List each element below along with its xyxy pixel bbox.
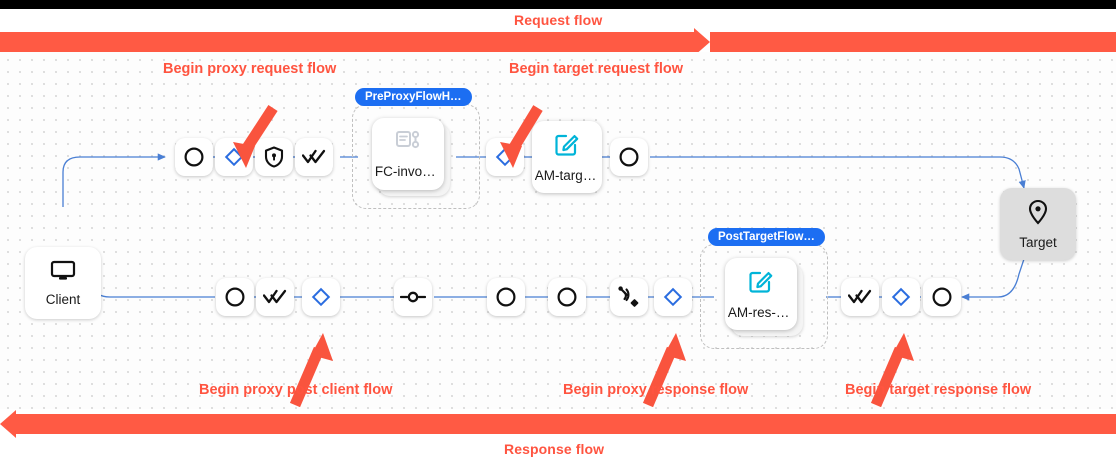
policy-node-label: AM-res-h… xyxy=(727,305,795,320)
annotation-arrow-begin-proxy-request-flow xyxy=(233,104,278,168)
node-link-icon xyxy=(399,290,427,304)
target-endpoint[interactable]: Target xyxy=(1000,188,1076,260)
annotation-arrow-begin-target-response-flow xyxy=(870,333,914,407)
location-pin-icon xyxy=(1027,199,1049,230)
client-endpoint-label: Client xyxy=(45,291,81,307)
node-res-target-flow-start[interactable] xyxy=(882,278,920,316)
annotation-arrow-begin-proxy-post-client-flow xyxy=(289,333,333,407)
client-endpoint[interactable]: Client xyxy=(25,247,101,319)
node-res-proxy-flow-start[interactable] xyxy=(654,278,692,316)
node-res-client-end[interactable] xyxy=(216,278,254,316)
assign-message-icon xyxy=(554,131,580,162)
annotation-label-begin-proxy-post-client-flow: Begin proxy post client flow xyxy=(199,382,393,398)
diagram-canvas[interactable]: Client Target xyxy=(0,52,1116,409)
response-flow-label: Response flow xyxy=(504,441,605,457)
node-req-checks[interactable] xyxy=(295,138,333,176)
monitor-icon xyxy=(50,260,76,287)
diamond-icon xyxy=(663,287,683,307)
policy-node-label: FC-invok… xyxy=(374,164,442,179)
shield-lock-icon xyxy=(264,146,284,168)
annotation-label-begin-proxy-response-flow: Begin proxy response flow xyxy=(563,382,749,398)
double-check-icon xyxy=(262,289,287,305)
annotation-label-begin-proxy-request-flow: Begin proxy request flow xyxy=(163,61,337,77)
annotation-arrow-begin-target-request-flow xyxy=(500,105,543,168)
node-res-target-checks[interactable] xyxy=(841,278,879,316)
circle-icon xyxy=(618,146,640,168)
node-res-checks[interactable] xyxy=(256,278,294,316)
diamond-icon xyxy=(311,287,331,307)
group-chip-preproxyflowhook[interactable]: PreProxyFlowH… xyxy=(355,88,472,106)
node-req-start[interactable] xyxy=(175,138,213,176)
response-flow-bar xyxy=(0,410,1116,438)
circle-icon xyxy=(224,286,246,308)
annotation-label-begin-target-response-flow: Begin target response flow xyxy=(845,382,1032,398)
node-res-circle-a[interactable] xyxy=(487,278,525,316)
circle-icon xyxy=(931,286,953,308)
assign-message-icon xyxy=(748,268,774,299)
node-res-node-link[interactable] xyxy=(394,278,432,316)
node-res-signal[interactable] xyxy=(610,278,648,316)
node-res-post-client-flow-start[interactable] xyxy=(302,278,340,316)
request-flow-label: Request flow xyxy=(514,12,603,28)
target-endpoint-label: Target xyxy=(1019,234,1057,250)
circle-icon xyxy=(556,286,578,308)
signal-transmit-icon xyxy=(617,285,641,309)
node-req-target-end[interactable] xyxy=(610,138,648,176)
annotation-label-begin-target-request-flow: Begin target request flow xyxy=(509,61,684,77)
circle-icon xyxy=(495,286,517,308)
flow-callout-icon xyxy=(395,129,421,158)
policy-node-am-res-h[interactable]: AM-res-h… xyxy=(725,258,797,330)
double-check-icon xyxy=(301,149,326,165)
top-black-strip xyxy=(0,0,1116,9)
circle-icon xyxy=(183,146,205,168)
diamond-icon xyxy=(224,147,244,167)
node-req-security[interactable] xyxy=(255,138,293,176)
policy-node-am-target[interactable]: AM-targe… xyxy=(532,121,602,193)
request-flow-bar xyxy=(0,28,1116,56)
diamond-icon xyxy=(891,287,911,307)
annotation-arrow-begin-proxy-response-flow xyxy=(642,333,686,407)
policy-node-fc-invoke[interactable]: FC-invok… xyxy=(372,118,444,190)
group-chip-posttargetflowhook[interactable]: PostTargetFlow… xyxy=(708,228,825,246)
node-res-circle-b[interactable] xyxy=(548,278,586,316)
node-res-target-start[interactable] xyxy=(923,278,961,316)
double-check-icon xyxy=(847,289,872,305)
